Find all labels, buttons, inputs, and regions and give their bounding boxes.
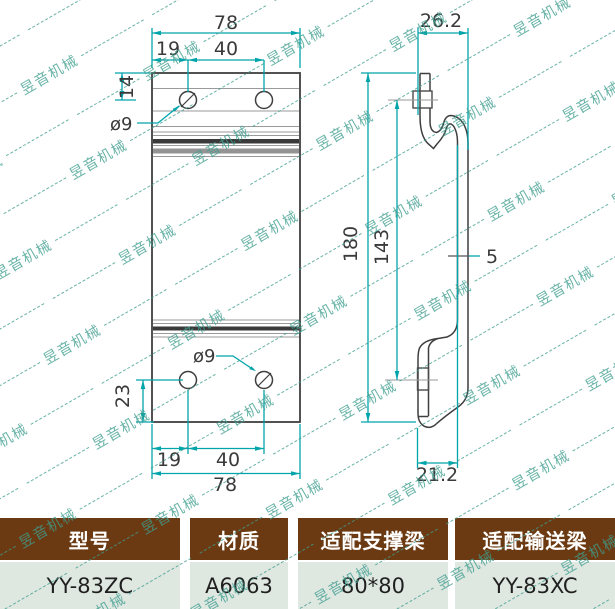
header-conveyor-beam: 适配输送梁 (455, 518, 615, 560)
side-view (385, 72, 469, 429)
side-view-arrowheads (365, 30, 468, 466)
front-view-dimensions (115, 28, 301, 479)
front-view-arrowheads (119, 30, 300, 476)
mounting-holes (178, 90, 274, 390)
header-material: 材质 (190, 518, 288, 560)
spec-table: 型号 材质 适配支撑梁 适配输送梁 YY-83ZC A6063 80*80 YY… (0, 518, 615, 609)
hole-slash-bottom (257, 372, 272, 387)
header-support-beam: 适配支撑梁 (298, 518, 448, 560)
serration-band-gray-top (153, 148, 299, 154)
serration-band-dark-bottom (153, 326, 299, 331)
column-gap (288, 562, 298, 609)
dim-thickness: 5 (486, 246, 498, 268)
dim-bottom-width: 21.2 (416, 464, 458, 486)
spec-table-value-row: YY-83ZC A6063 80*80 YY-83XC (0, 562, 615, 609)
serration-band-dark-top (153, 139, 299, 144)
column-gap (179, 518, 190, 560)
value-material: A6063 (190, 562, 288, 609)
dim-top-width: 26.2 (420, 10, 462, 32)
column-gap (448, 562, 455, 609)
side-view-dimensions (361, 28, 480, 468)
dim-edge-to-hole-top: 14 (116, 75, 138, 99)
dim-hole-dia-top: ø9 (110, 114, 132, 135)
dim-hole-spacing-top: 40 (214, 38, 238, 60)
value-conveyor-beam: YY-83XC (455, 562, 615, 609)
front-view (151, 72, 301, 423)
dim-hole-distance: 143 (371, 229, 393, 265)
dim-width-top: 78 (214, 12, 238, 34)
spec-table-header-row: 型号 材质 适配支撑梁 适配输送梁 (0, 518, 615, 560)
dim-hole-offset-top: 19 (156, 38, 180, 60)
dim-overall-height: 180 (340, 226, 362, 262)
dim-hole-dia-bottom: ø9 (193, 346, 215, 367)
header-model: 型号 (0, 518, 180, 560)
column-gap (179, 562, 190, 609)
column-gap (288, 518, 298, 560)
dim-edge-to-hole-bottom: 23 (112, 384, 134, 408)
dim-width-bottom: 78 (213, 474, 237, 496)
dim-hole-offset-bottom: 19 (157, 449, 181, 471)
value-model: YY-83ZC (0, 562, 180, 609)
column-gap (448, 518, 455, 560)
value-support-beam: 80*80 (298, 562, 448, 609)
dim-hole-spacing-bottom: 40 (216, 449, 240, 471)
cad-drawing: 78 19 40 14 ø9 23 ø9 19 40 78 (110, 10, 498, 496)
hole-section-bottom (416, 367, 430, 391)
hole-slash-top (180, 92, 196, 108)
